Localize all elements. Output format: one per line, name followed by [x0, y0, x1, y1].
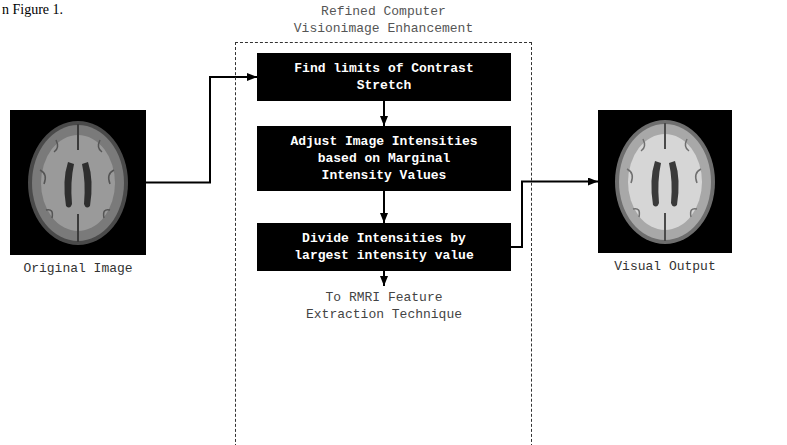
mri-scan-enhanced	[598, 110, 732, 253]
output-note: To RMRI Feature Extraction Technique	[284, 289, 484, 323]
flow-arrow	[383, 191, 385, 223]
step-text: Divide Intensities by largest intensity …	[284, 230, 484, 264]
enhancement-group: Find limits of Contrast StretchAdjust Im…	[235, 42, 532, 445]
step-text: Adjust Image Intensities based on Margin…	[284, 133, 484, 184]
output-arrow	[383, 271, 385, 286]
process-box: Adjust Image Intensities based on Margin…	[257, 126, 511, 191]
image-panel: Original Image	[10, 110, 146, 255]
image-panel: Visual Output	[598, 110, 732, 253]
image-caption: Original Image	[0, 261, 156, 277]
group-title: Refined Computer Visionimage Enhancement	[289, 3, 479, 37]
image-caption: Visual Output	[588, 259, 742, 275]
flow-arrow	[146, 77, 257, 183]
figure-reference-fragment: n Figure 1.	[2, 2, 63, 18]
flow-arrow	[511, 182, 598, 248]
mri-scan-original	[10, 110, 146, 255]
step-text: Find limits of Contrast Stretch	[284, 60, 484, 94]
process-box: Find limits of Contrast Stretch	[257, 53, 511, 101]
process-box: Divide Intensities by largest intensity …	[257, 223, 511, 271]
flow-arrow	[383, 101, 385, 126]
